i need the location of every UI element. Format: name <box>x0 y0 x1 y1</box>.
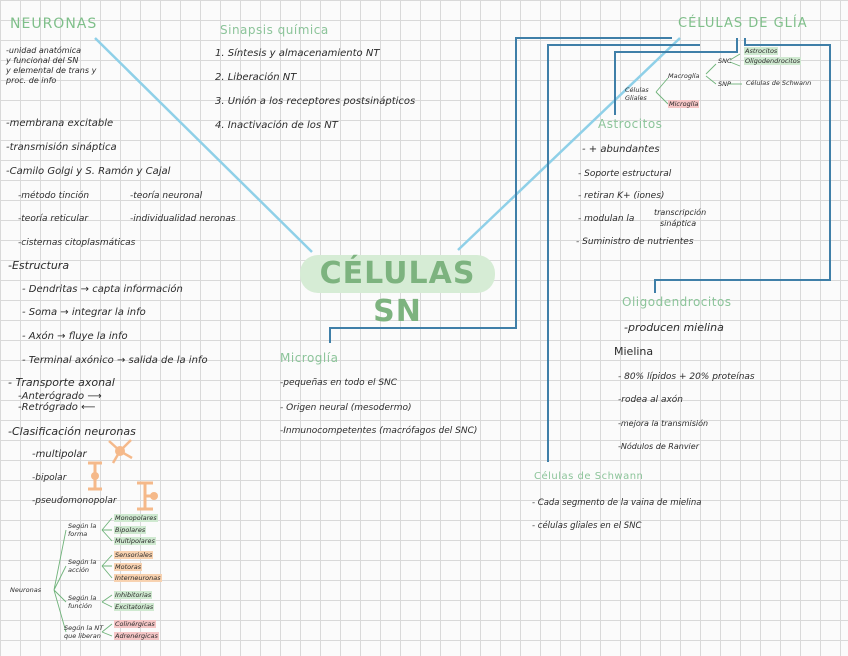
neuronas-item: -cisternas citoplasmáticas <box>18 238 136 248</box>
glia-snp: SNP <box>718 80 731 88</box>
glia-snc-item: Astrocitos <box>744 47 779 55</box>
tree-item: Bipolares <box>114 526 147 534</box>
tree-item: Multipolares <box>114 537 156 545</box>
bipolar-neuron-icon <box>88 461 102 491</box>
line-neuronas <box>94 37 313 253</box>
sinapsis-title: Sinapsis química <box>220 23 329 37</box>
glia-snp-item: Células de Schwann <box>746 79 812 87</box>
neuronas-item: - Axón → fluye la info <box>22 331 128 342</box>
astrocitos-item: - retiran K+ (iones) <box>578 191 665 201</box>
microglia-title: Microglía <box>280 351 339 365</box>
astrocitos-item: - Suministro de nutrientes <box>576 237 694 247</box>
neuronas-item: -membrana excitable <box>6 118 114 129</box>
tree-item: Inhibitorias <box>114 591 153 599</box>
oligo-item: -mejora la transmisión <box>618 419 709 428</box>
schwann-title: Células de Schwann <box>534 471 644 482</box>
neuronas-item: - Dendritas → capta información <box>22 284 183 295</box>
line-microglia <box>329 37 672 343</box>
astrocitos-item: - + abundantes <box>582 144 660 155</box>
tree-item: Motoras <box>114 563 143 571</box>
neuronas-item: - Soma → integrar la info <box>22 307 146 318</box>
glia-snc-item: Oligodendrocitos <box>744 57 802 65</box>
line-schwann <box>547 44 700 462</box>
line-oligo <box>654 38 831 293</box>
tree-item: Excitatorias <box>114 603 155 611</box>
neuronas-item: -teoría reticular <box>18 214 89 224</box>
tree-item: Interneuronas <box>114 574 162 582</box>
microglia-item: - Origen neural (mesodermo) <box>280 403 412 413</box>
neuronas-item: - Terminal axónico → salida de la info <box>22 355 208 366</box>
center-title: CÉLULAS SN <box>300 255 495 329</box>
tree-root: Neuronas <box>10 586 42 594</box>
tree-group-label: Según la acción <box>68 558 97 574</box>
oligo-item: Mielina <box>614 345 654 358</box>
sinapsis-step: 3. Unión a los receptores postsinápticos <box>215 96 416 107</box>
glia-microglia: Microglía <box>668 100 700 108</box>
glia-tree-lines <box>655 53 742 105</box>
sinapsis-step: 1. Síntesis y almacenamiento NT <box>215 48 380 59</box>
microglia-item: -Inmunocompetentes (macrófagos del SNC) <box>280 426 478 436</box>
microglia-item: -pequeñas en todo el SNC <box>280 378 398 388</box>
astrocitos-title: Astrocitos <box>598 117 663 131</box>
def-line: proc. de info <box>6 76 57 85</box>
tree-item: Adrenérgicas <box>114 632 159 640</box>
sinapsis-step: 2. Liberación NT <box>215 72 297 83</box>
astrocitos-item: - modulan la <box>578 214 635 224</box>
tree-group-label: Según la NT que liberan <box>64 624 104 640</box>
oligo-title: Oligodendrocitos <box>622 295 732 309</box>
tree-group-label: Según la forma <box>68 522 97 538</box>
neuronas-def: -unidad anatómica y funcional del SN y e… <box>6 46 96 86</box>
neuronas-item: -individualidad neronas <box>130 214 236 224</box>
sinapsis-step: 4. Inactivación de los NT <box>215 120 338 131</box>
neuronas-item: -Camilo Golgi y S. Ramón y Cajal <box>6 166 171 177</box>
def-line: y funcional del SN <box>6 56 79 65</box>
neuronas-item: - Transporte axonal <box>8 376 115 389</box>
line-astrocitos <box>614 38 738 115</box>
def-line: -unidad anatómica <box>6 46 82 55</box>
neuronas-item: -Retrógrado ⟵ <box>18 402 96 413</box>
neuronas-item: -transmisión sináptica <box>6 142 117 153</box>
glia-snc: SNC <box>718 57 732 65</box>
tree-group-label: Según la función <box>68 594 97 610</box>
schwann-item: - Cada segmento de la vaina de mielina <box>532 498 702 508</box>
neuronas-item: -bipolar <box>32 473 67 483</box>
oligo-item: -Nódulos de Ranvier <box>618 442 699 451</box>
oligo-item: - 80% lípidos + 20% proteínas <box>618 372 755 382</box>
tree-item: Colinérgicas <box>114 620 156 628</box>
glia-cells-label: Células Gliales <box>625 86 649 102</box>
neuronas-item: -multipolar <box>32 449 87 460</box>
line-glia <box>457 37 681 251</box>
oligo-item: -producen mielina <box>624 321 724 334</box>
tree-item: Monopolares <box>114 514 158 522</box>
glia-title: CÉLULAS DE GLÍA <box>678 16 808 31</box>
neuronas-item: -Anterógrado ⟶ <box>18 391 102 402</box>
neuronas-item: -método tinción <box>18 191 90 201</box>
astrocitos-item: sináptica <box>660 219 697 228</box>
def-line: y elemental de trans y <box>6 66 97 75</box>
neuronas-item: -teoría neuronal <box>130 191 203 201</box>
astrocitos-item: transcripción <box>654 208 707 217</box>
neuron-tree-lines <box>53 517 113 637</box>
tree-item: Sensoriales <box>114 551 154 559</box>
neuronas-item: -Estructura <box>8 259 70 272</box>
schwann-item: - células gliales en el SNC <box>532 521 642 531</box>
neuronas-item: -Clasificación neuronas <box>8 425 136 438</box>
neuronas-title: NEURONAS <box>10 16 98 32</box>
pseudomonopolar-neuron-icon <box>137 481 158 511</box>
astrocitos-item: - Soporte estructural <box>578 169 672 179</box>
multipolar-neuron-icon <box>108 439 133 464</box>
neuronas-item: -pseudomonopolar <box>32 496 117 506</box>
oligo-item: -rodea al axón <box>618 395 684 405</box>
glia-macroglia: Macroglía <box>668 72 700 80</box>
